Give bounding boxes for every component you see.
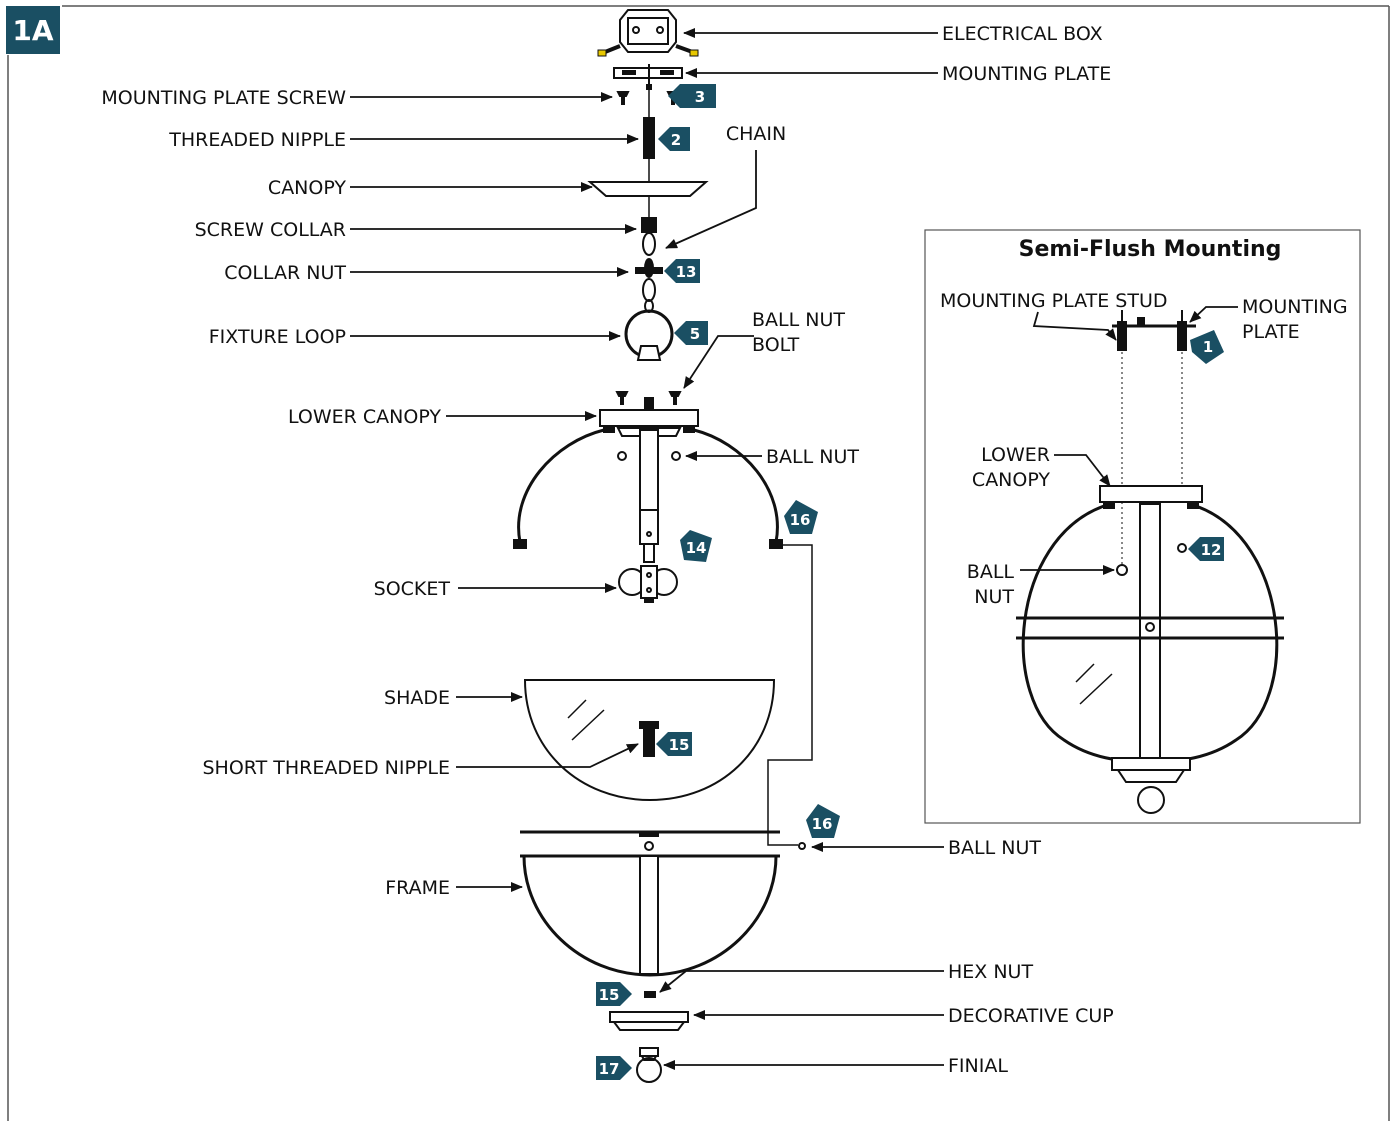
label-lower-canopy: LOWER CANOPY bbox=[288, 406, 441, 428]
upper-frame-arc-left bbox=[517, 428, 605, 543]
inset-label-mounting-plate-line1: MOUNTING bbox=[1242, 296, 1348, 318]
label-ball-nut-frame: BALL NUT bbox=[948, 837, 1041, 859]
screw-collar-drawing bbox=[641, 217, 657, 233]
svg-text:16: 16 bbox=[812, 815, 833, 833]
label-frame: FRAME bbox=[385, 877, 450, 899]
figure-border bbox=[7, 5, 1390, 1121]
label-mounting-plate: MOUNTING PLATE bbox=[942, 63, 1111, 85]
step-badges: 3 2 13 5 14 16 15 16 bbox=[596, 84, 840, 1080]
svg-text:2: 2 bbox=[671, 131, 681, 149]
label-hex-nut: HEX NUT bbox=[948, 961, 1033, 983]
inset-label-ball-nut-line2: NUT bbox=[974, 586, 1014, 608]
label-electrical-box: ELECTRICAL BOX bbox=[942, 23, 1103, 45]
label-fixture-loop: FIXTURE LOOP bbox=[209, 326, 346, 348]
svg-text:12: 12 bbox=[1201, 541, 1222, 559]
step-badge-16-frame: 16 bbox=[806, 804, 840, 838]
figure-id: 1A bbox=[12, 14, 53, 47]
label-threaded-nipple: THREADED NIPPLE bbox=[168, 129, 346, 151]
step-badge-16-top: 16 bbox=[784, 500, 818, 534]
inset-label-mounting-plate-line2: PLATE bbox=[1242, 321, 1300, 343]
socket-drawing bbox=[618, 565, 678, 603]
step-badge-15-hexnut: 15 bbox=[596, 982, 632, 1006]
labels: ELECTRICAL BOX MOUNTING PLATE MOUNTING P… bbox=[101, 23, 1113, 1077]
hex-nut-drawing bbox=[644, 991, 656, 998]
inset-label-mounting-plate-stud: MOUNTING PLATE STUD bbox=[940, 290, 1168, 312]
step-badge-2: 2 bbox=[658, 127, 690, 151]
label-finial: FINIAL bbox=[948, 1055, 1008, 1077]
ball-nut-bolts-drawing bbox=[615, 391, 682, 405]
svg-text:3: 3 bbox=[695, 88, 705, 106]
svg-text:14: 14 bbox=[686, 539, 707, 557]
inset-step-badge-12: 12 bbox=[1188, 537, 1224, 561]
svg-text:5: 5 bbox=[690, 325, 700, 343]
collar-nut-drawing bbox=[635, 267, 663, 274]
inset-title: Semi-Flush Mounting bbox=[1019, 237, 1282, 262]
lower-canopy-drawing bbox=[599, 397, 699, 437]
svg-text:17: 17 bbox=[599, 1060, 620, 1078]
label-collar-nut: COLLAR NUT bbox=[224, 262, 346, 284]
step-badge-14: 14 bbox=[680, 530, 712, 562]
inset-label-lower-canopy-line1: LOWER bbox=[981, 444, 1050, 466]
decorative-cup-drawing bbox=[609, 1011, 689, 1031]
step-badge-3: 3 bbox=[668, 84, 716, 108]
label-short-threaded-nipple: SHORT THREADED NIPPLE bbox=[203, 757, 451, 779]
shade-drawing bbox=[523, 679, 776, 802]
upper-frame-arc-right bbox=[693, 428, 779, 543]
stem-drawing bbox=[639, 429, 659, 563]
label-shade: SHADE bbox=[384, 687, 450, 709]
figure-id-badge: 1A bbox=[6, 6, 60, 54]
electrical-box-drawing bbox=[597, 9, 699, 57]
step-badge-13: 13 bbox=[664, 259, 700, 283]
label-decorative-cup: DECORATIVE CUP bbox=[948, 1005, 1114, 1027]
step-badge-17: 17 bbox=[596, 1056, 632, 1080]
svg-text:1: 1 bbox=[1203, 338, 1213, 356]
svg-text:15: 15 bbox=[669, 736, 690, 754]
main-assembly bbox=[513, 9, 813, 1083]
svg-text:16: 16 bbox=[790, 511, 811, 529]
mounting-plate-drawing bbox=[613, 64, 683, 84]
canopy-drawing bbox=[587, 181, 709, 197]
label-ball-nut-bolt-line1: BALL NUT bbox=[752, 309, 845, 331]
step-badge-5: 5 bbox=[674, 321, 708, 345]
step-badge-15-shade: 15 bbox=[656, 732, 692, 756]
mounting-plate-screws bbox=[616, 84, 680, 105]
inset-label-ball-nut-line1: BALL bbox=[967, 561, 1015, 583]
label-screw-collar: SCREW COLLAR bbox=[195, 219, 346, 241]
semi-flush-inset: Semi-Flush Mounting bbox=[924, 229, 1361, 824]
label-chain: CHAIN bbox=[726, 123, 786, 145]
label-canopy: CANOPY bbox=[268, 177, 346, 199]
svg-text:13: 13 bbox=[676, 263, 697, 281]
frame-drawing bbox=[520, 830, 780, 977]
finial-drawing bbox=[636, 1047, 662, 1083]
fixture-loop-drawing bbox=[624, 309, 674, 361]
leader-lines bbox=[350, 28, 944, 1070]
label-ball-nut-bolt-line2: BOLT bbox=[752, 334, 800, 356]
label-socket: SOCKET bbox=[374, 578, 451, 600]
inset-label-lower-canopy-line2: CANOPY bbox=[972, 469, 1050, 491]
inset-step-badge-1: 1 bbox=[1190, 330, 1224, 364]
svg-text:15: 15 bbox=[599, 986, 620, 1004]
label-mounting-plate-screw: MOUNTING PLATE SCREW bbox=[101, 87, 346, 109]
threaded-nipple-drawing bbox=[643, 117, 655, 159]
label-ball-nut-top: BALL NUT bbox=[766, 446, 859, 468]
